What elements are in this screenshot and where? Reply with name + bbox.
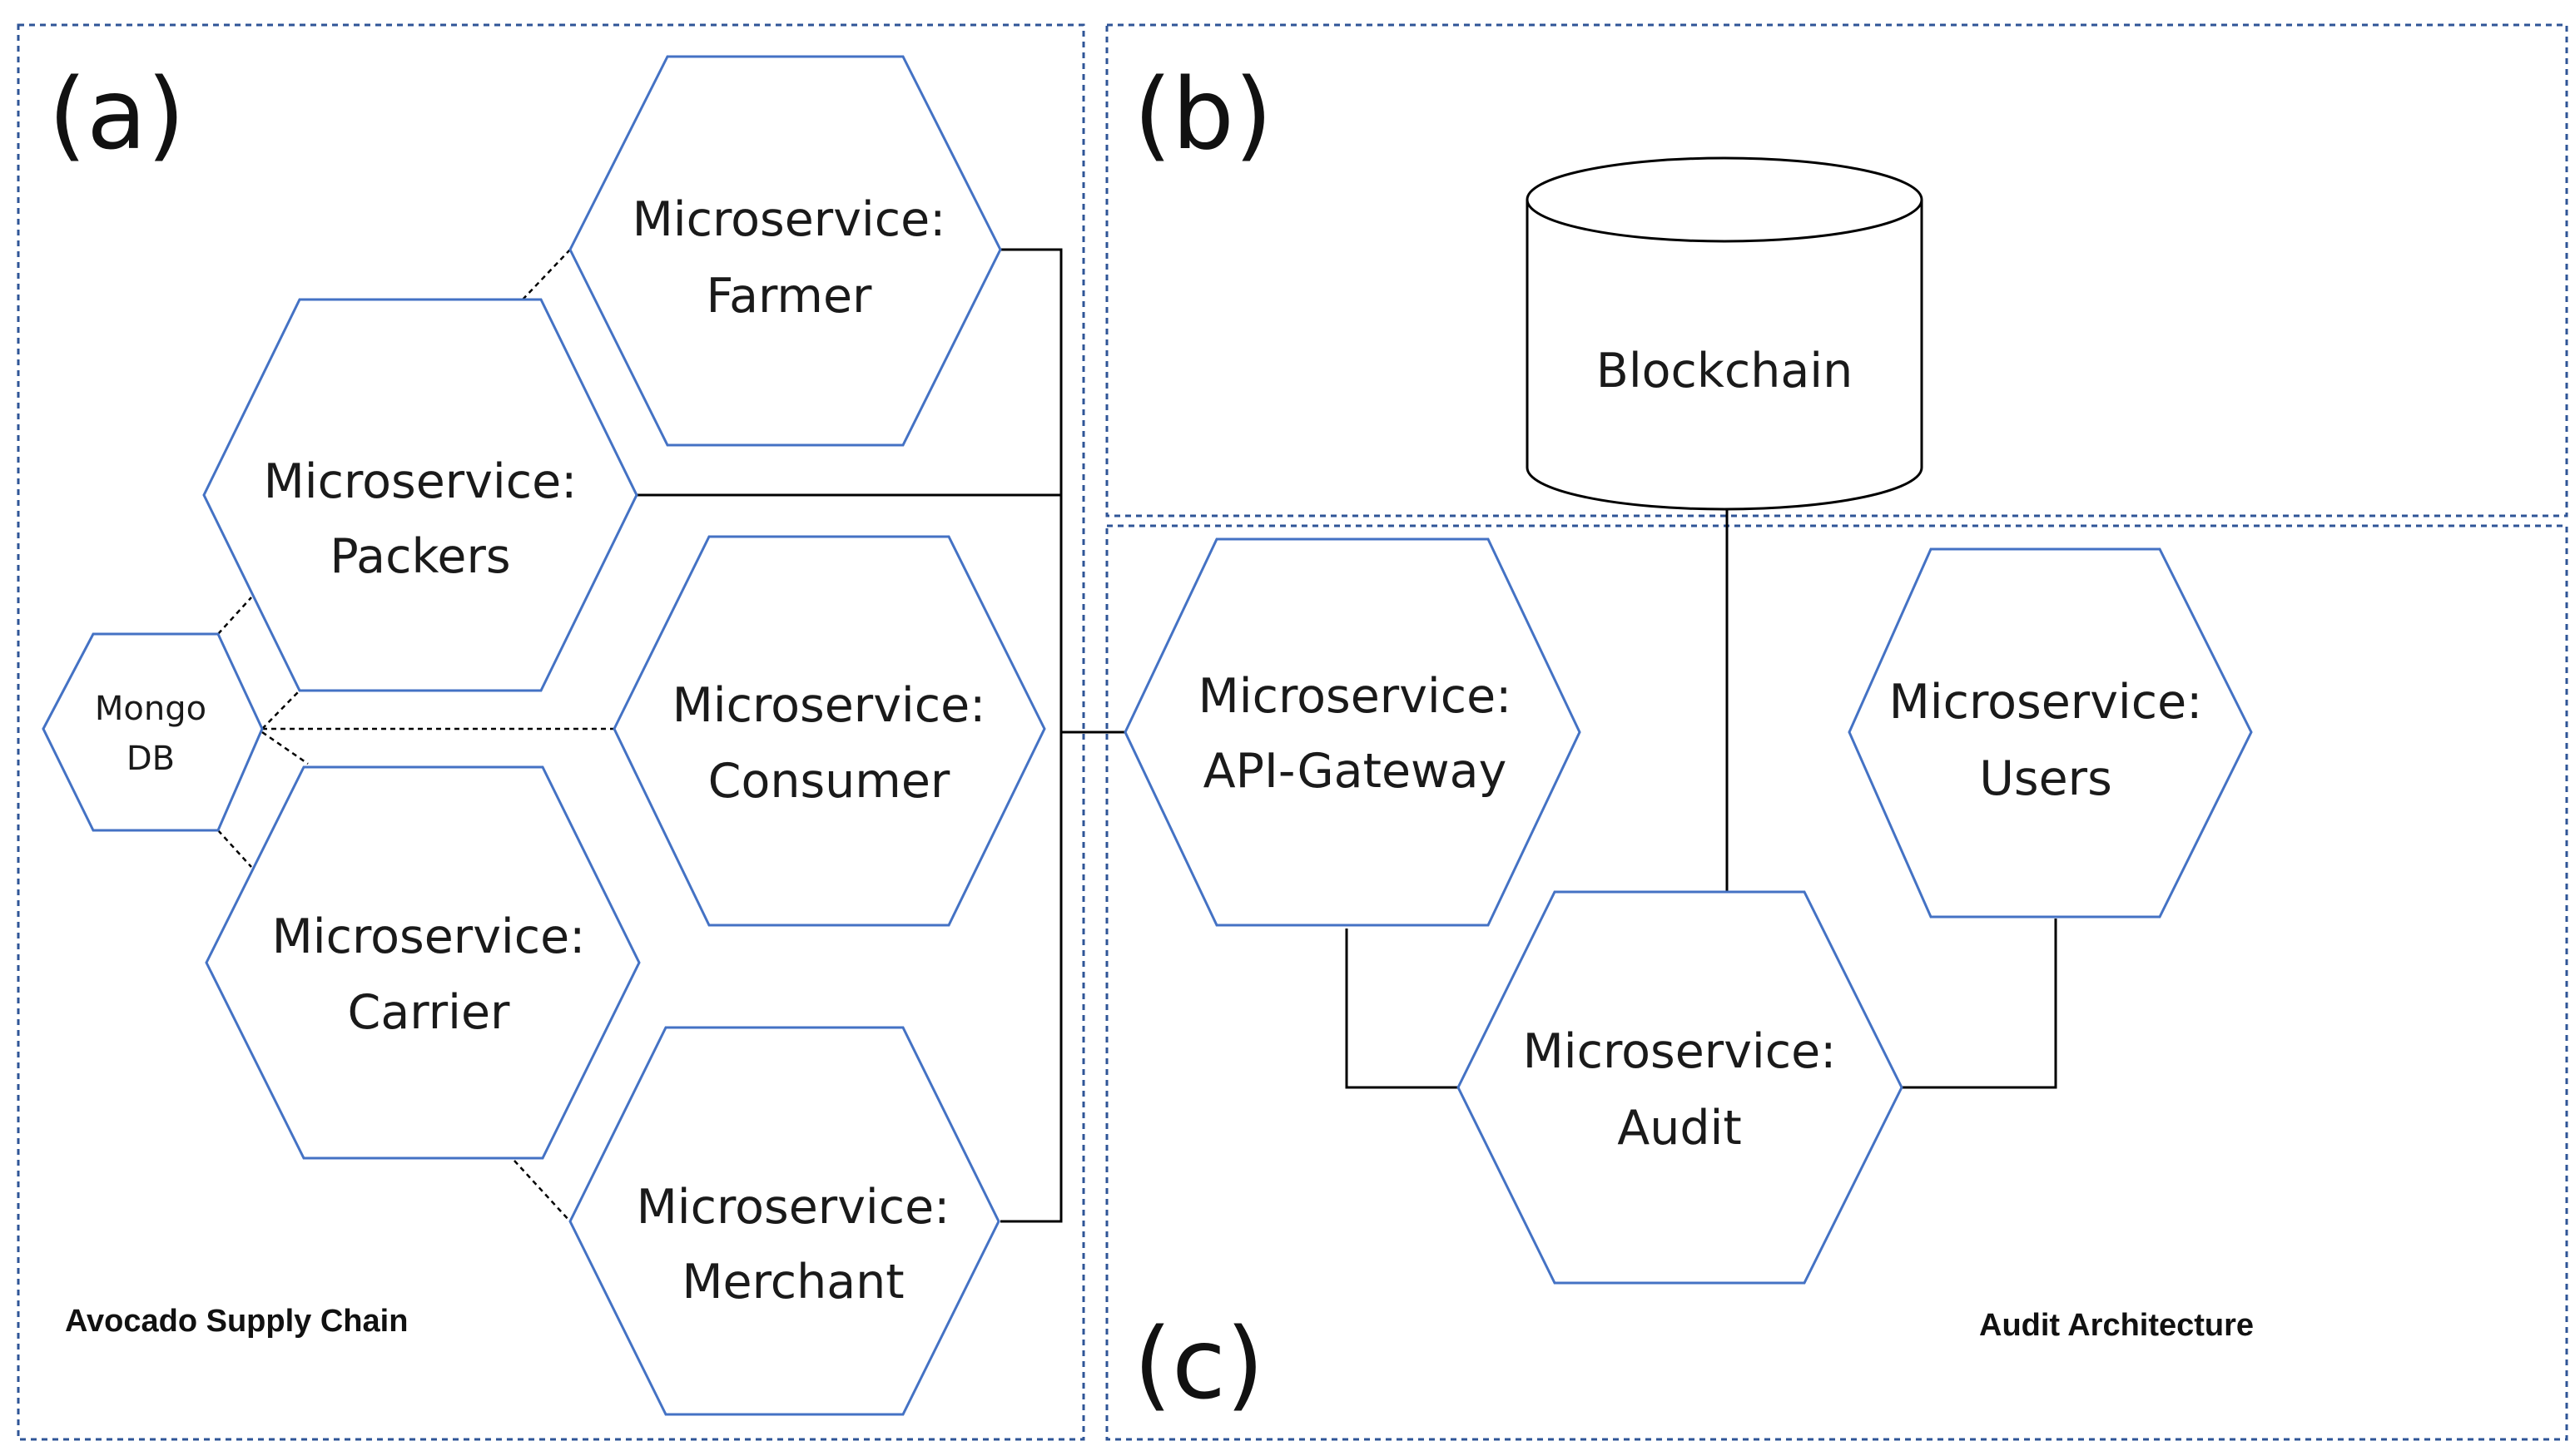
- panel-c-caption: Audit Architecture: [1979, 1308, 2254, 1343]
- users-label-line1: Microservice:: [1889, 675, 2203, 730]
- panel-c-tag: (c): [1134, 1306, 1264, 1421]
- hexagon: [1124, 537, 1581, 927]
- merchant-label-line1: Microservice:: [637, 1180, 950, 1235]
- connectors: [637, 248, 2057, 1223]
- farmer-label-line2: Farmer: [707, 269, 873, 324]
- packers-label-line2: Packers: [330, 529, 510, 584]
- consumer-label-line2: Consumer: [708, 754, 950, 809]
- hexagon: [1456, 890, 1903, 1285]
- connector-users-audit: [1902, 919, 2057, 1089]
- consumer-label-line1: Microservice:: [672, 678, 986, 733]
- microservice-farmer: Microservice: Farmer: [568, 55, 1002, 447]
- panel-b-border: [1105, 23, 2568, 518]
- panel-a-border: [17, 23, 1085, 1441]
- panel-b-tag: (b): [1134, 57, 1273, 171]
- audit-label-line1: Microservice:: [1523, 1024, 1837, 1079]
- hexagon: [568, 1026, 1000, 1416]
- dash-mongodb-packers: [217, 597, 252, 635]
- blockchain-database: Blockchain: [1526, 156, 1923, 511]
- dash-carrier-merchant: [514, 1160, 571, 1222]
- merchant-label-line2: Merchant: [682, 1255, 904, 1310]
- hexagon: [568, 55, 1002, 447]
- panel-a-caption: Avocado Supply Chain: [65, 1304, 408, 1339]
- audit-label-line2: Audit: [1617, 1101, 1742, 1156]
- hexagon: [205, 765, 641, 1160]
- microservice-carrier: Microservice: Carrier: [205, 765, 641, 1160]
- microservice-consumer: Microservice: Consumer: [613, 535, 1046, 927]
- dash-packers-farmer: [522, 249, 571, 300]
- mongodb-label-line2: DB: [127, 740, 175, 778]
- carrier-label-line2: Carrier: [348, 985, 511, 1040]
- carrier-label-line1: Microservice:: [272, 909, 586, 964]
- mongodb-label-line1: Mongo: [95, 690, 206, 728]
- hexagon: [202, 298, 638, 692]
- gateway-label-line2: API-Gateway: [1203, 744, 1507, 799]
- gateway-label-line1: Microservice:: [1198, 669, 1512, 724]
- blockchain-label: Blockchain: [1596, 344, 1853, 399]
- mongodb-hexagon: [42, 632, 264, 832]
- dash-mongodb-packers-low: [261, 691, 299, 730]
- hexagon: [1848, 547, 2253, 919]
- panel-a-tag: (a): [48, 57, 185, 171]
- farmer-label-line1: Microservice:: [633, 192, 946, 247]
- microservice-merchant: Microservice: Merchant: [568, 1026, 1000, 1416]
- dash-mongodb-carrier-top: [261, 730, 309, 765]
- microservice-api-gateway: Microservice: API-Gateway: [1124, 537, 1581, 927]
- users-label-line2: Users: [1979, 751, 2112, 806]
- connector-farmer-bus: [1000, 248, 1063, 1223]
- hexagon: [613, 535, 1046, 927]
- dashed-connectors: [217, 249, 614, 1222]
- mongodb-node: Mongo DB: [42, 632, 264, 832]
- microservice-packers: Microservice: Packers: [202, 298, 638, 692]
- microservice-audit: Microservice: Audit: [1456, 890, 1903, 1285]
- microservice-users: Microservice: Users: [1848, 547, 2253, 919]
- dash-mongodb-carrier: [217, 830, 252, 868]
- panel-c-border: [1105, 524, 2568, 1441]
- packers-label-line1: Microservice:: [264, 454, 578, 509]
- connector-gateway-audit: [1345, 929, 1458, 1089]
